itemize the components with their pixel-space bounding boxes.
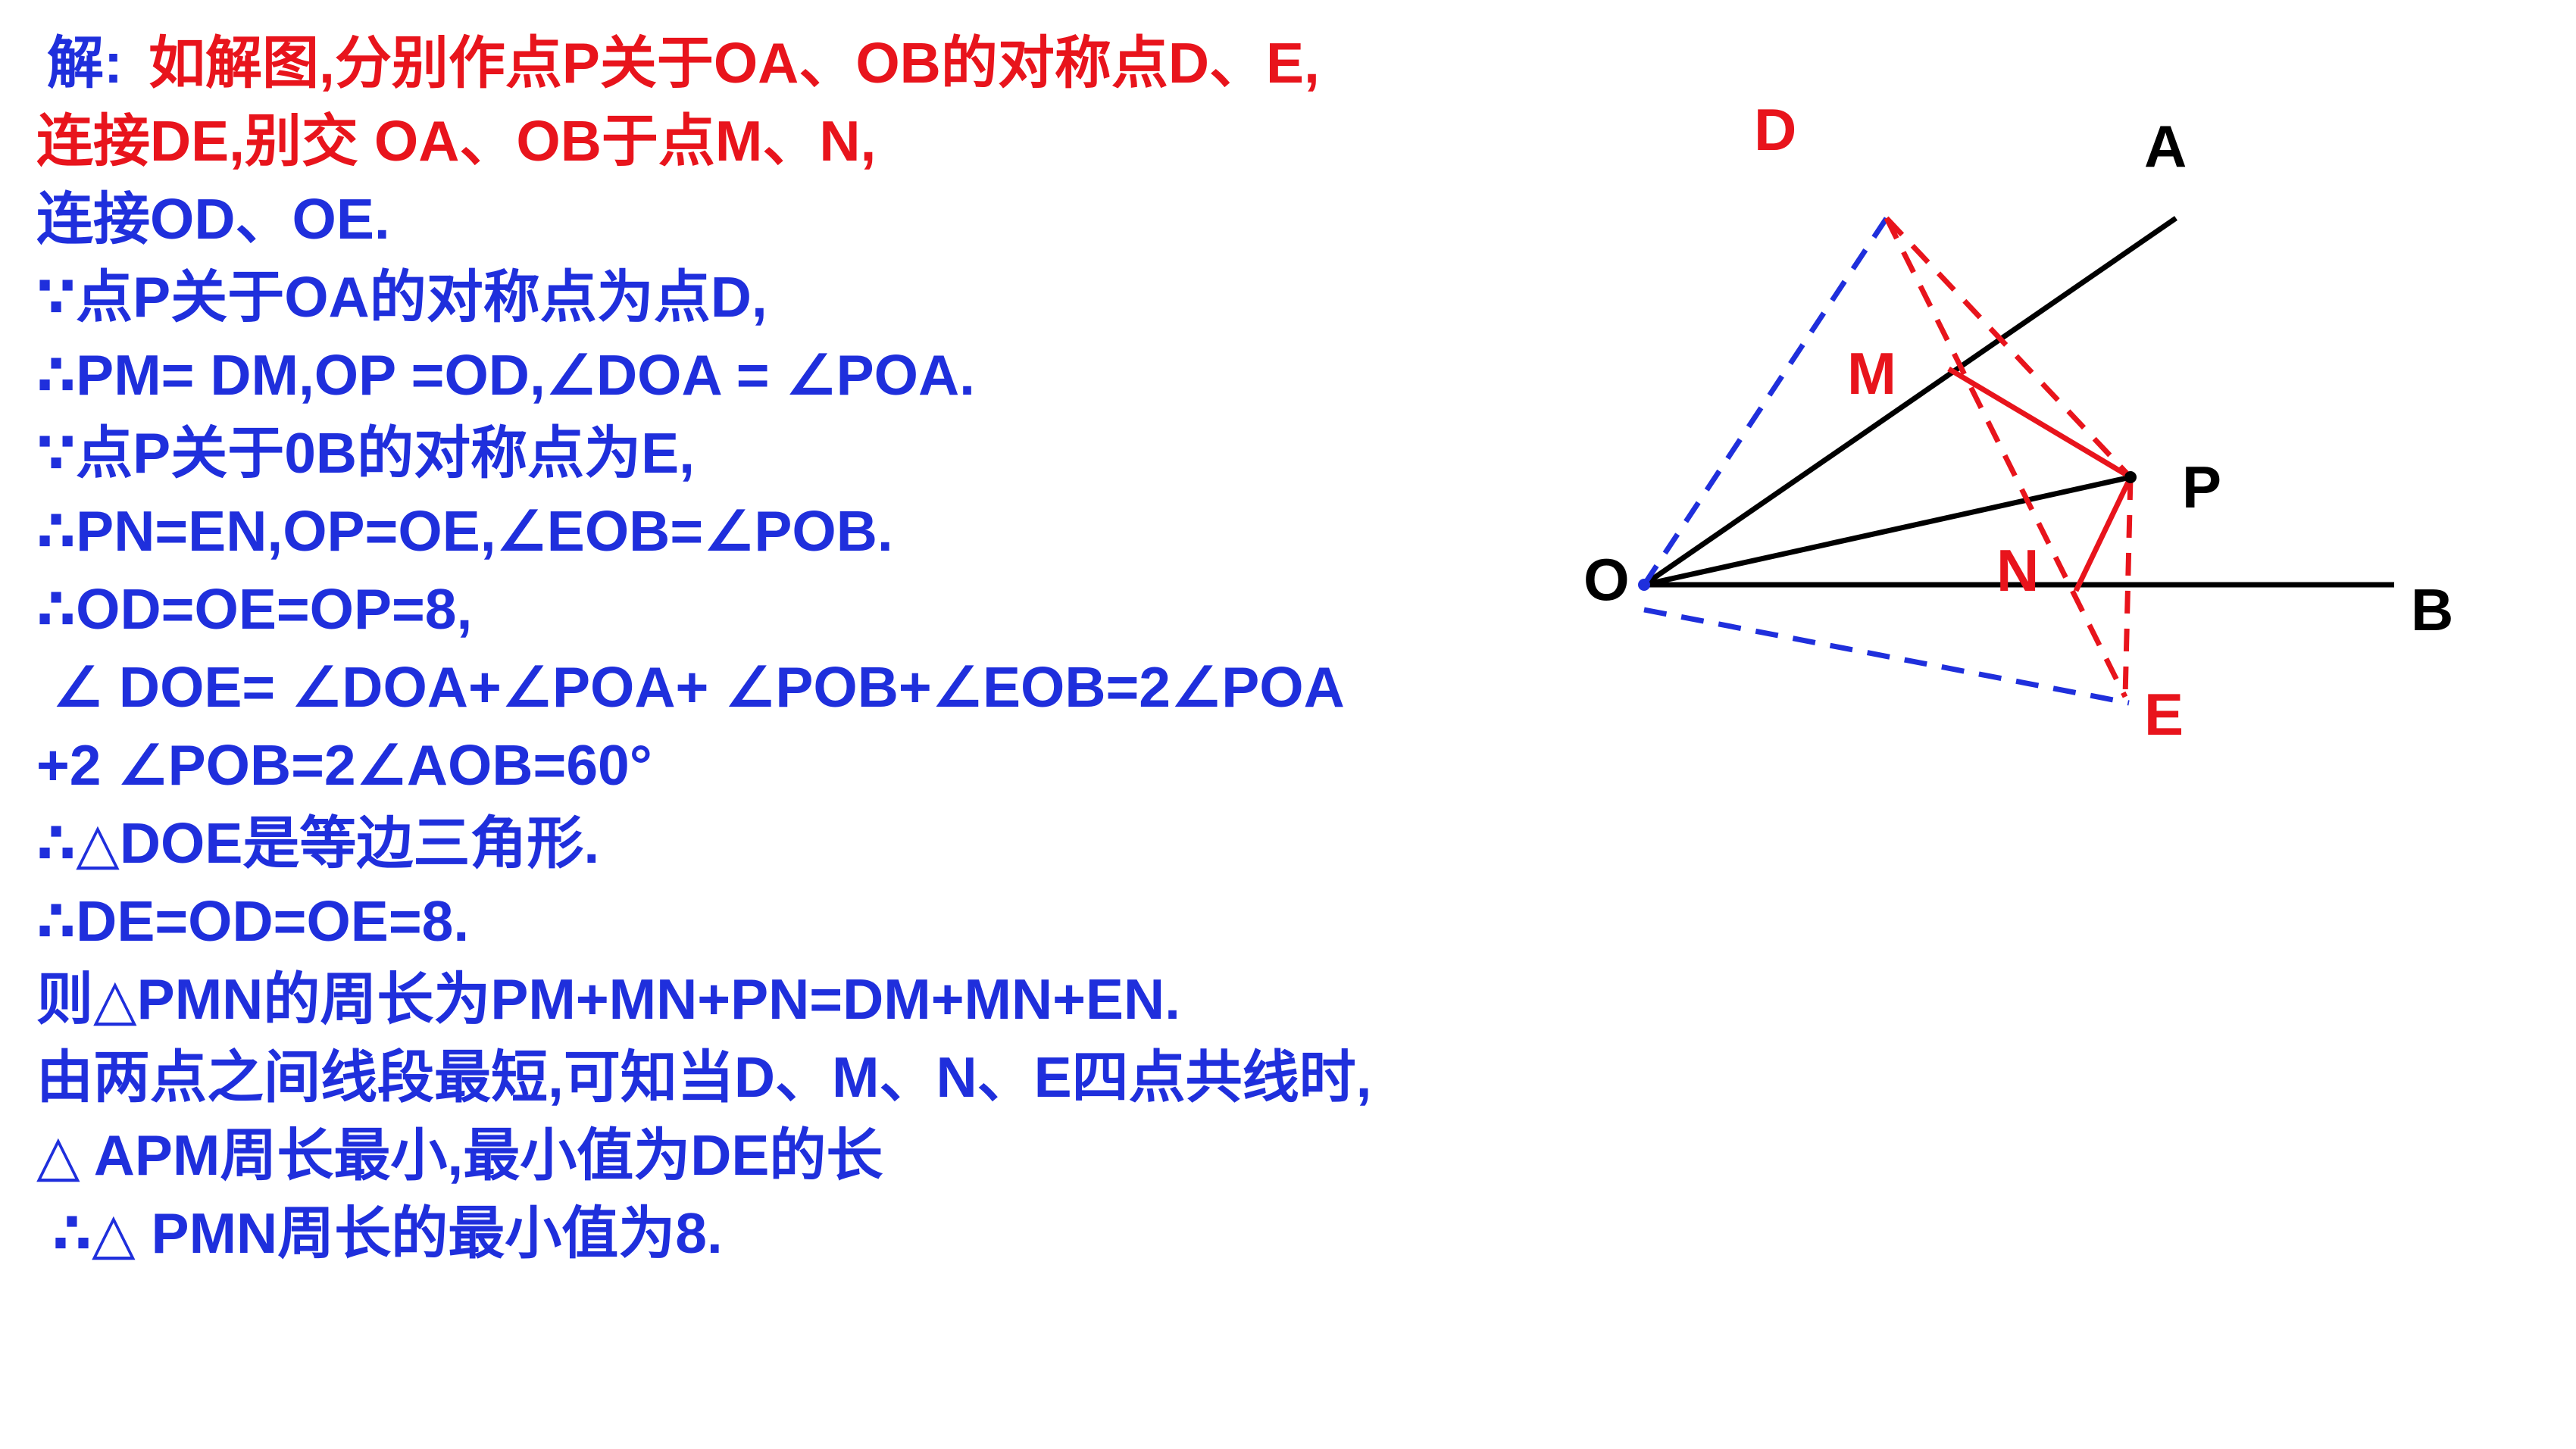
solution-label: 解:	[47, 31, 123, 95]
solution-line-4: ∵点P关于OA的对称点为点D,	[36, 265, 767, 329]
label-A: A	[2144, 113, 2187, 180]
solution-line-15: △ APM周长最小,最小值为DE的长	[36, 1123, 883, 1187]
solution-line-7: ∴PN=EN,OP=OE,∠EOB=∠POB.	[36, 499, 893, 563]
solution-line-10: +2 ∠POB=2∠AOB=60°	[36, 733, 652, 797]
segment-OE	[1643, 607, 2130, 706]
label-P: P	[2182, 454, 2221, 520]
solution-line-1-text: 如解图,分别作点P关于OA、OB的对称点D、E,	[148, 31, 1320, 95]
segment-DE	[1884, 217, 2128, 698]
solution-line-12: ∴DE=OD=OE=8.	[36, 889, 470, 953]
segment-PN	[2073, 476, 2134, 592]
solution-line-14: 由两点之间线段最短,可知当D、M、N、E四点共线时,	[36, 1045, 1372, 1109]
label-E: E	[2144, 681, 2184, 748]
solution-line-11: ∴△DOE是等边三角形.	[36, 811, 600, 875]
label-B: B	[2411, 576, 2453, 643]
ray-OA	[1643, 216, 2177, 587]
segment-OP	[1643, 474, 2131, 588]
point-O-dot	[1638, 579, 1650, 591]
label-M: M	[1847, 340, 1896, 407]
solution-line-1: 解: 如解图,分别作点P关于OA、OB的对称点D、E,	[47, 24, 1320, 102]
solution-line-2: 连接DE,别交 OA、OB于点M、N,	[36, 109, 877, 173]
solution-line-5: ∴PM= DM,OP =OD,∠DOA = ∠POA.	[36, 343, 975, 407]
label-D: D	[1754, 96, 1796, 163]
segment-PM	[1947, 366, 2132, 480]
solution-line-13: 则△PMN的周长为PM+MN+PN=DM+MN+EN.	[36, 967, 1180, 1031]
point-P-dot	[2124, 471, 2137, 483]
solution-line-9: ∠ DOE= ∠DOA+∠POA+ ∠POB+∠EOB=2∠POA	[36, 655, 1345, 719]
solution-line-8: ∴OD=OE=OP=8,	[36, 577, 473, 641]
segment-DP	[1884, 216, 2133, 479]
geometry-figure: O A B P D E M N	[1583, 96, 2453, 748]
label-O: O	[1583, 546, 1630, 613]
solution-line-3: 连接OD、OE.	[36, 187, 390, 251]
solution-line-16: ∴△ PMN周长的最小值为8.	[36, 1201, 723, 1265]
solution-line-6: ∵点P关于0B的对称点为E,	[36, 421, 695, 485]
label-N: N	[1996, 537, 2039, 604]
